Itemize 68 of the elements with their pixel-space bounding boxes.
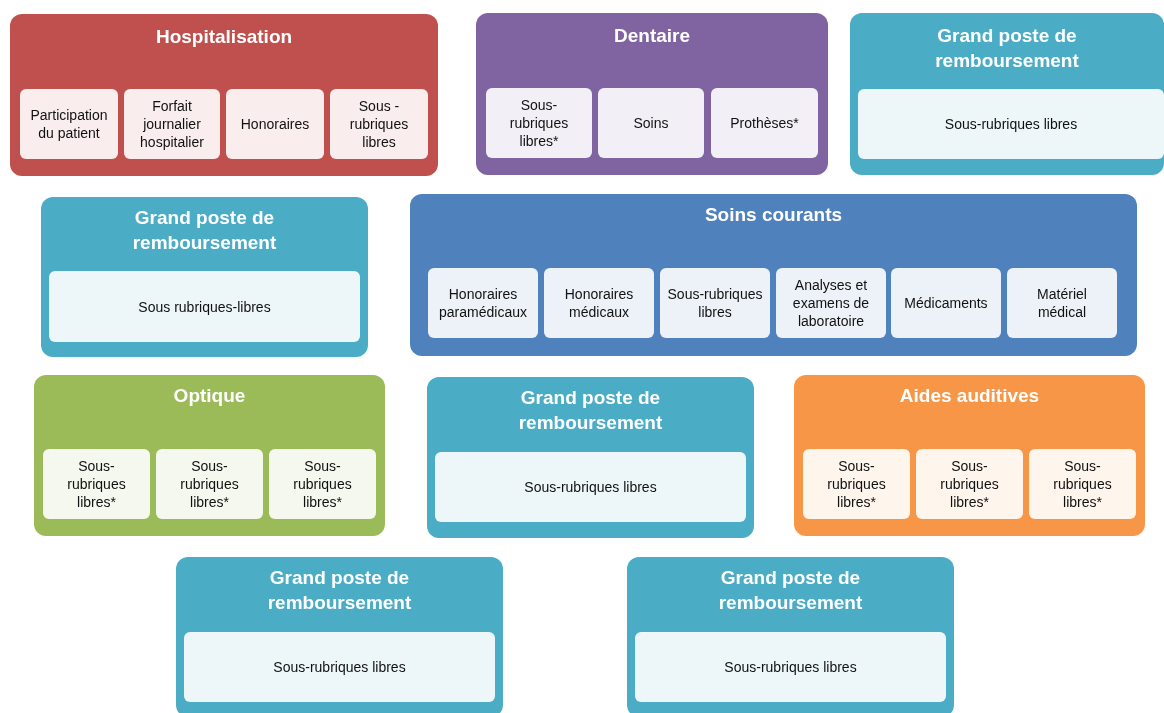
category-box: [124, 89, 220, 159]
group-title: Grand poste de remboursement: [266, 566, 413, 615]
category-label: Sous-rubriques libres: [524, 478, 657, 496]
category-label: Soins: [633, 114, 669, 132]
category-label: Analyses et examens de laboratoire: [791, 276, 871, 330]
category-box: [544, 268, 654, 338]
group-panel: [794, 375, 1145, 536]
group-title: Optique: [172, 384, 247, 408]
category-label: Sous-rubriques libres*: [508, 96, 570, 150]
group-title: Dentaire: [613, 24, 691, 48]
group-title: Grand poste de remboursement: [717, 566, 864, 615]
category-label: Médicaments: [904, 294, 988, 312]
group-title: Aides auditives: [898, 384, 1041, 408]
category-box: [184, 632, 495, 702]
category-box: [916, 449, 1023, 519]
category-box: [486, 88, 592, 158]
category-box: [156, 449, 263, 519]
category-box: [1029, 449, 1136, 519]
group-title: Grand poste de remboursement: [934, 24, 1080, 73]
group-panel: [427, 377, 754, 538]
group-title: Hospitalisation: [154, 25, 294, 49]
category-label: Forfait journalier hospitalier: [139, 97, 205, 151]
category-label: Sous-rubriques libres: [944, 115, 1078, 133]
category-label: Sous-rubriques libres*: [826, 457, 887, 511]
category-label: Sous - rubriques libres: [348, 97, 410, 151]
category-label: Matériel médical: [1036, 285, 1088, 321]
category-box: [330, 89, 428, 159]
category-box: [269, 449, 376, 519]
group-panel: [176, 557, 503, 713]
category-label: Sous-rubriques libres*: [1052, 457, 1113, 511]
category-box: [1007, 268, 1117, 338]
category-box: [635, 632, 946, 702]
category-label: Sous-rubriques libres: [667, 285, 763, 321]
category-box: [49, 271, 360, 342]
category-label: Honoraires médicaux: [563, 285, 635, 321]
group-panel: [34, 375, 385, 536]
group-panel: [41, 197, 368, 357]
category-label: Sous rubriques-libres: [138, 297, 271, 316]
group-panel: [476, 13, 828, 175]
category-box: [858, 89, 1164, 159]
category-box: [776, 268, 886, 338]
category-label: Sous-rubriques libres*: [66, 457, 127, 511]
category-box: [803, 449, 910, 519]
group-title: Grand poste de remboursement: [131, 206, 278, 255]
category-box: [226, 89, 324, 159]
category-label: Prothèses*: [730, 114, 799, 132]
category-box: [20, 89, 118, 159]
category-box: [660, 268, 770, 338]
group-panel: [10, 14, 438, 176]
group-title: Soins courants: [703, 203, 844, 227]
category-box: [598, 88, 704, 158]
category-box: [891, 268, 1001, 338]
group-panel: [410, 194, 1137, 356]
category-box: [428, 268, 538, 338]
category-label: Sous-rubriques libres*: [939, 457, 1000, 511]
category-box: [43, 449, 150, 519]
category-label: Honoraires paramédicaux: [438, 285, 528, 321]
category-label: Sous-rubriques libres: [724, 658, 857, 676]
group-panel: [627, 557, 954, 713]
category-box: [435, 452, 746, 522]
category-label: Sous-rubriques libres*: [292, 457, 353, 511]
category-label: Participation du patient: [29, 106, 109, 142]
category-label: Sous-rubriques libres*: [179, 457, 240, 511]
category-label: Sous-rubriques libres: [273, 658, 406, 676]
category-box: [711, 88, 818, 158]
category-label: Honoraires: [240, 115, 310, 133]
group-panel: [850, 13, 1164, 175]
group-title: Grand poste de remboursement: [517, 386, 664, 435]
